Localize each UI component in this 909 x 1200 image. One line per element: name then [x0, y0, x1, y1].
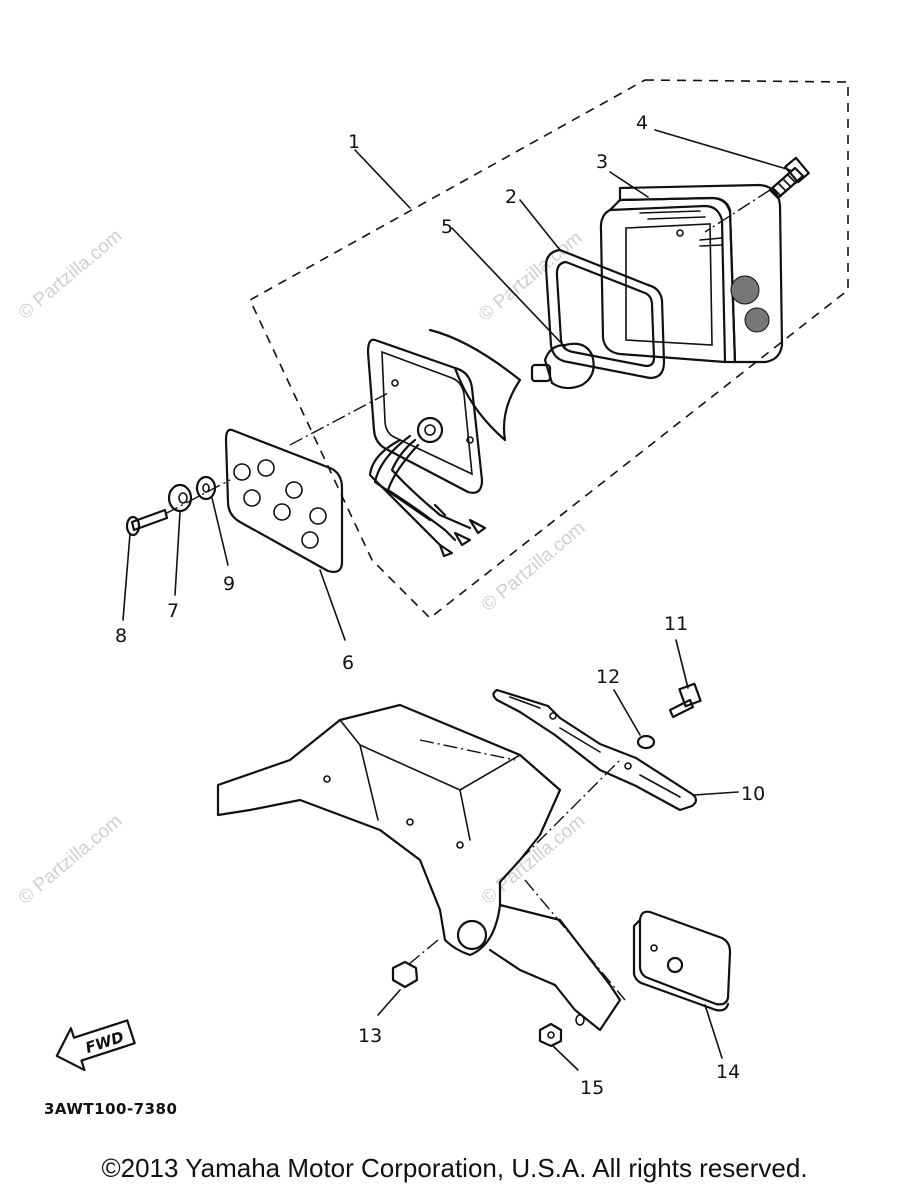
leader-6: [319, 569, 346, 641]
watermark: © Partzilla.com: [478, 517, 590, 615]
callout-11: 11: [664, 613, 688, 635]
watermark: © Partzilla.com: [15, 810, 127, 908]
leader-2: [519, 199, 561, 251]
leader-5: [451, 227, 566, 348]
part-15-nut: [538, 1022, 579, 1071]
part-3-lens-housing: [599, 171, 784, 364]
callout-7: 7: [167, 600, 179, 622]
leader-9: [211, 497, 229, 566]
leader-4: [654, 129, 791, 171]
callout-12: 12: [596, 666, 620, 688]
watermark: © Partzilla.com: [15, 225, 127, 323]
watermark: © Partzilla.com: [478, 810, 590, 908]
diagram-code: 3AWT100-7380: [44, 1100, 178, 1118]
leader-12: [613, 689, 641, 736]
part-13-nut: [377, 960, 419, 1016]
leader-1: [354, 149, 411, 209]
part-11-bolt: [668, 639, 702, 719]
fwd-arrow-icon: FWD: [55, 1019, 136, 1072]
callout-8: 8: [115, 625, 127, 647]
leader-15: [552, 1045, 579, 1071]
callout-9: 9: [223, 573, 235, 595]
leader-7: [174, 511, 181, 596]
part-12-washer: [613, 689, 656, 750]
callout-15: 15: [580, 1077, 604, 1099]
callout-5: 5: [441, 216, 453, 238]
callout-4: 4: [636, 112, 648, 134]
leader-8: [122, 533, 131, 621]
part-2-gasket: [519, 199, 666, 380]
copyright-notice: ©2013 Yamaha Motor Corporation, U.S.A. A…: [101, 1153, 808, 1183]
leader-10: [693, 791, 739, 796]
callout-labels: 1 2 3 4 5 6 7 8 9 10 11 12 13 14 15: [115, 112, 765, 1099]
part-14-reflector: [632, 910, 732, 1059]
callout-13: 13: [358, 1025, 382, 1047]
part-5-bulb: [451, 227, 595, 390]
callout-14: 14: [716, 1061, 740, 1083]
lamp-base-assembly: [366, 328, 522, 558]
callout-2: 2: [505, 186, 517, 208]
callout-1: 1: [348, 131, 360, 153]
leader-3: [609, 171, 649, 198]
part-6-plate: [224, 391, 391, 641]
part-4-screw: [654, 129, 810, 233]
part-9-washer: [195, 475, 229, 566]
leader-11: [675, 639, 689, 689]
callout-6: 6: [342, 652, 354, 674]
callout-3: 3: [596, 151, 608, 173]
leader-13: [377, 989, 401, 1016]
callout-10: 10: [741, 783, 765, 805]
leader-14: [704, 1004, 723, 1059]
watermarks: © Partzilla.com © Partzilla.com © Partzi…: [15, 225, 590, 908]
rear-fender-bracket: [216, 703, 626, 1032]
part-8-bolt: [122, 479, 231, 621]
part-10-bracket: [492, 688, 739, 812]
part-7-collar: [167, 483, 193, 596]
